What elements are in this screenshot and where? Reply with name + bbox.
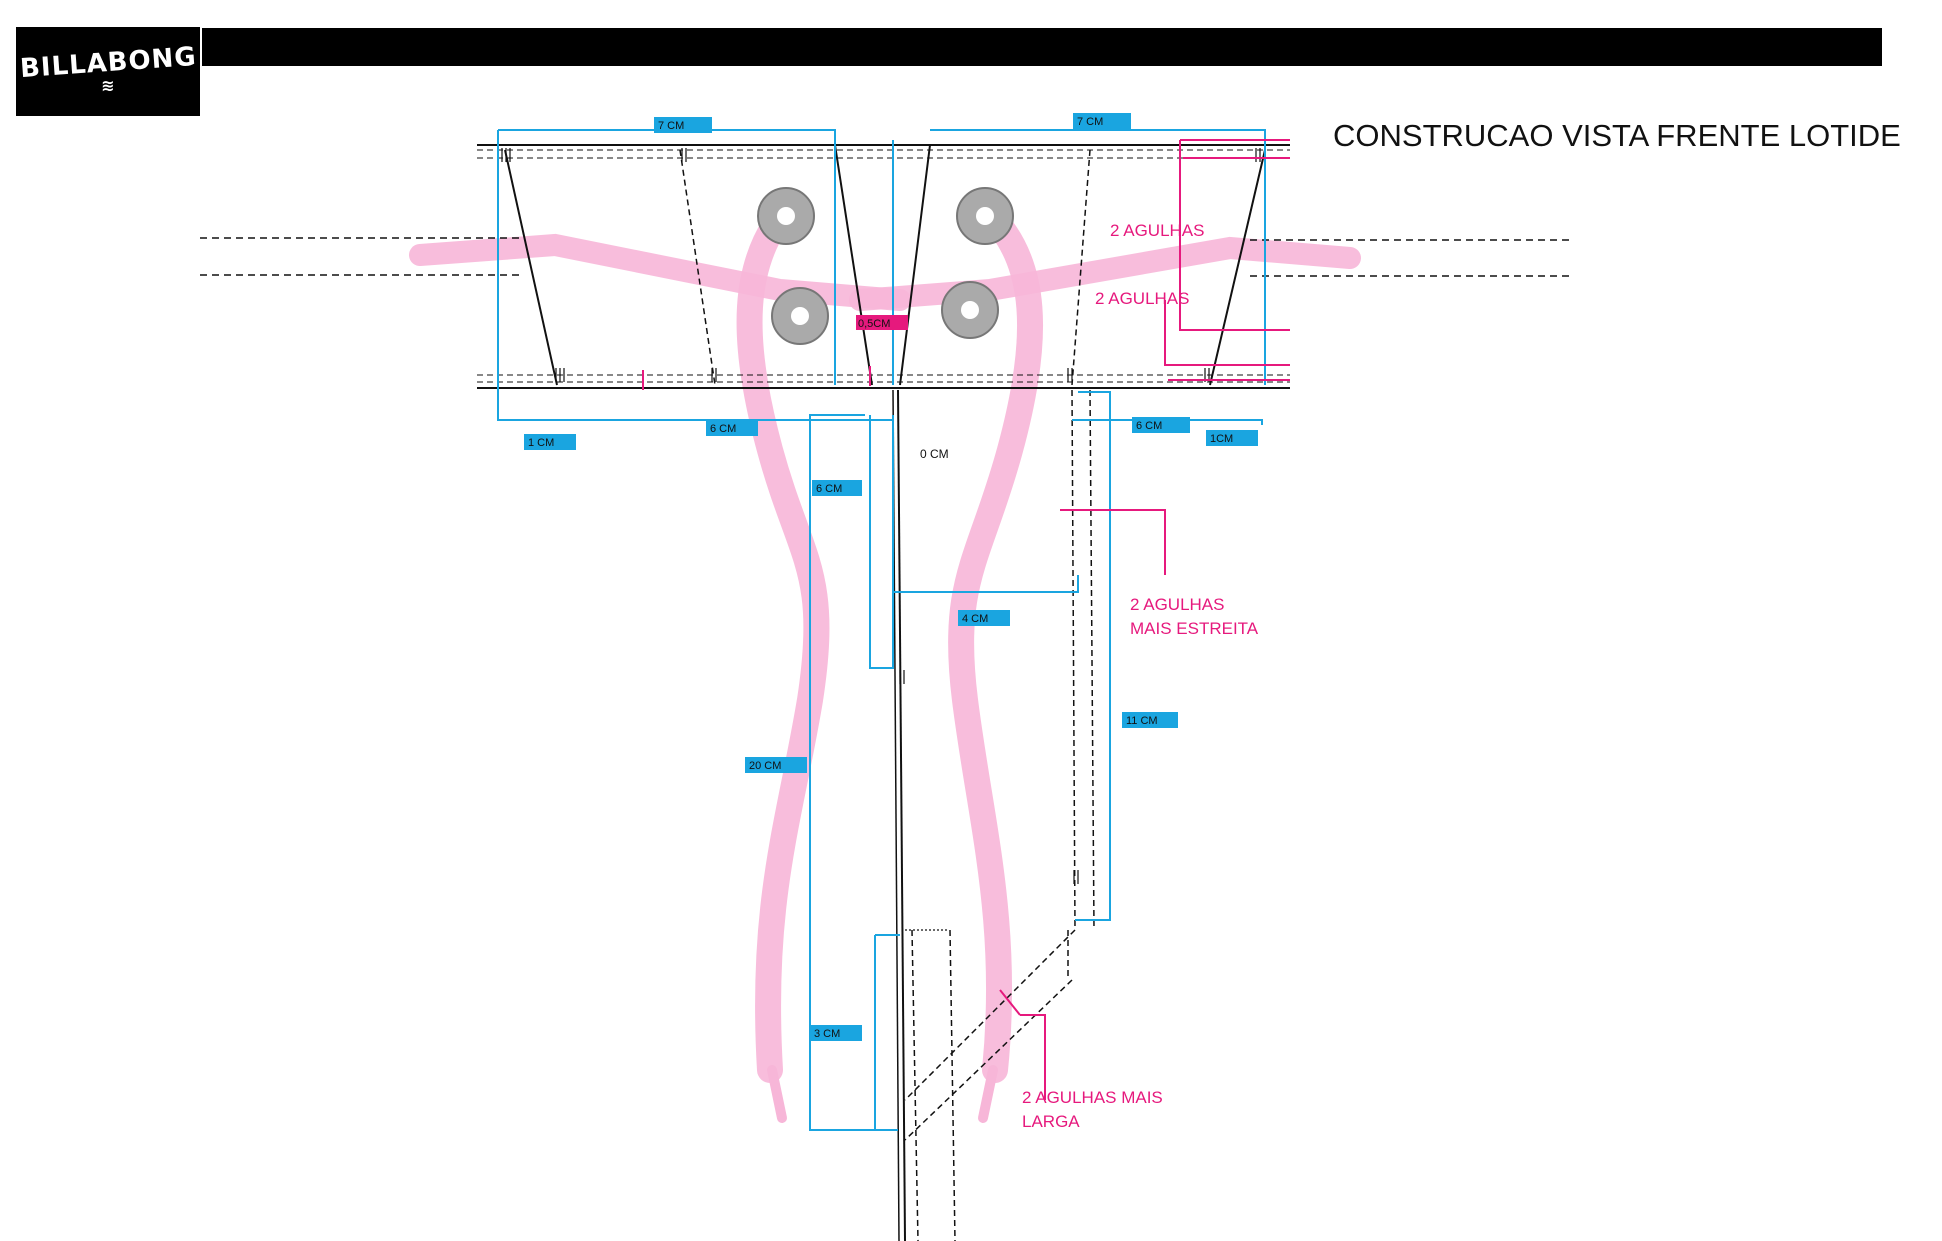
- label-left-top: 7 CM: [658, 120, 684, 132]
- label-fly-width: 4 CM: [962, 613, 988, 625]
- label-right-bottom-small: 1CM: [1210, 433, 1233, 445]
- label-right-length: 11 CM: [1126, 715, 1158, 727]
- waistband: [200, 144, 1570, 389]
- label-fly-length: 20 CM: [749, 760, 781, 772]
- billabong-logo: BILLABONG ≋: [16, 27, 200, 116]
- note-needles-narrow-1: 2 AGULHAS: [1130, 595, 1225, 614]
- label-left-bottom-small: 1 CM: [528, 437, 554, 449]
- bar-tacks: [501, 148, 1261, 931]
- note-needles-wide-2: LARGA: [1022, 1112, 1080, 1131]
- needle-notes: 2 AGULHAS 2 AGULHAS 2 AGULHAS MAIS ESTRE…: [1022, 221, 1259, 1131]
- needle-pointers: [642, 139, 1290, 1100]
- drawcord: [409, 192, 1361, 1123]
- logo-mark-icon: ≋: [101, 76, 115, 95]
- note-needles-narrow-2: MAIS ESTREITA: [1130, 619, 1259, 638]
- label-fly-top: 6 CM: [816, 483, 842, 495]
- label-right-bottom: 6 CM: [1136, 420, 1162, 432]
- fly-seams: [892, 389, 1095, 1241]
- label-center-gap: 0,5CM: [858, 318, 890, 330]
- label-center-zero: 0 CM: [920, 447, 949, 461]
- page-title: CONSTRUCAO VISTA FRENTE LOTIDE: [1333, 118, 1901, 153]
- note-needles-top: 2 AGULHAS: [1110, 221, 1205, 240]
- eyelets: [757, 187, 1014, 345]
- label-fly-bottom: 3 CM: [814, 1028, 840, 1040]
- label-right-top: 7 CM: [1077, 116, 1103, 128]
- header-bar: [202, 28, 1882, 66]
- measurement-labels: 7 CM 7 CM 1 CM 6 CM 6 CM 1CM 0,5CM 0 CM …: [524, 113, 1258, 1041]
- note-needles-wide-1: 2 AGULHAS MAIS: [1022, 1088, 1163, 1107]
- label-left-bottom: 6 CM: [710, 423, 736, 435]
- note-needles-mid: 2 AGULHAS: [1095, 289, 1190, 308]
